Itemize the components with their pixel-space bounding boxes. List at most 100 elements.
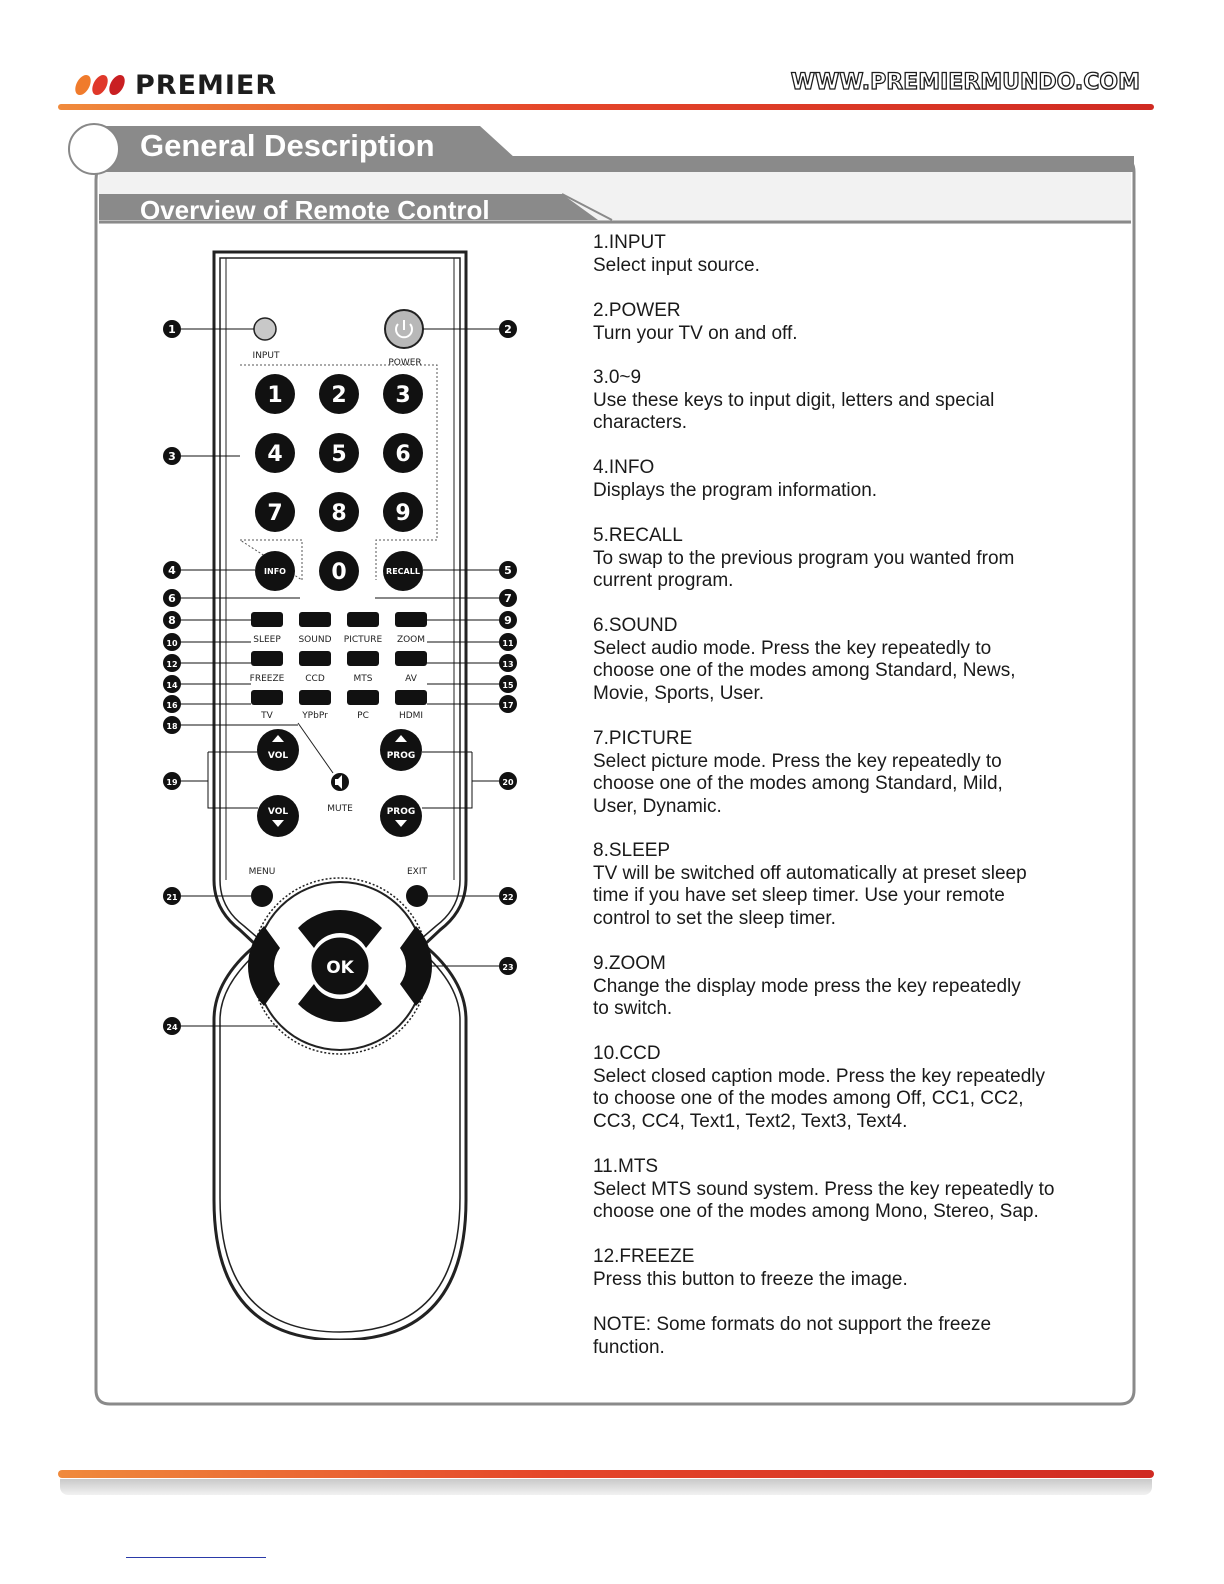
callout-number: 7 [504, 592, 512, 605]
vol-down-button[interactable]: VOL [257, 795, 299, 837]
callout-number: 18 [166, 722, 178, 731]
callout-marker [499, 887, 517, 905]
description-title: 10.CCD [593, 1043, 661, 1064]
remote-body [212, 250, 468, 1340]
description-title: 12.FREEZE [593, 1246, 695, 1267]
tv-button[interactable] [251, 690, 283, 705]
freeze-button[interactable] [251, 651, 283, 666]
sound-button[interactable] [299, 612, 331, 627]
callout-number: 5 [504, 564, 512, 577]
digit-label: 8 [331, 501, 346, 526]
digit-8-button[interactable] [319, 492, 359, 532]
callout-marker [163, 887, 181, 905]
digit-0-button[interactable] [319, 551, 359, 591]
header-divider [58, 104, 1154, 110]
callout-marker [163, 589, 181, 607]
pc-button[interactable] [347, 690, 379, 705]
dpad-right-button[interactable] [400, 926, 433, 1006]
ok-label: OK [326, 958, 354, 978]
digit-label: 6 [395, 442, 410, 467]
digit-label: 3 [395, 383, 410, 408]
callout-number: 19 [166, 778, 178, 787]
digit-1-button[interactable] [255, 374, 295, 414]
menu-button[interactable] [251, 885, 273, 907]
callout-number: 16 [166, 701, 178, 710]
mute-button[interactable] [331, 773, 349, 791]
callout-marker [499, 589, 517, 607]
mute-label: MUTE [327, 804, 353, 814]
power-icon [395, 320, 413, 339]
picture-button[interactable] [347, 612, 379, 627]
callout-number: 12 [166, 660, 177, 669]
digit-label: 5 [331, 442, 346, 467]
description-body: Change the display mode press the key re… [593, 975, 1021, 1020]
callout-marker [499, 633, 517, 651]
digit-7-button[interactable] [255, 492, 295, 532]
dpad-left-button[interactable] [247, 926, 280, 1006]
vol-up-button[interactable]: VOL [257, 729, 299, 771]
section-subtitle: Overview of Remote Control [140, 195, 490, 225]
dpad-down-button[interactable] [298, 984, 382, 1022]
av-button[interactable] [395, 651, 427, 666]
callout-number: 10 [166, 639, 178, 648]
input-button[interactable] [253, 317, 277, 341]
description-title: 5.RECALL [593, 525, 683, 546]
recall-label: RECALL [386, 567, 420, 576]
callout-number: 3 [168, 450, 176, 463]
callout-marker [163, 320, 181, 338]
callout-marker [163, 675, 181, 693]
website-link[interactable]: WWW.PREMIERMUNDO.COM [790, 69, 1141, 95]
callout-number: 11 [502, 639, 514, 648]
sleep-label: SLEEP [253, 635, 281, 645]
ok-button[interactable] [308, 934, 372, 998]
description-body: Select input source. [593, 254, 760, 276]
description-title: 9.ZOOM [593, 953, 666, 974]
description-body: Select audio mode. Press the key repeate… [593, 637, 1016, 704]
sleep-button[interactable] [251, 612, 283, 627]
callout-number: 8 [168, 614, 176, 627]
dpad-up-button[interactable] [298, 910, 382, 948]
callout-marker [163, 561, 181, 579]
digit-2-button[interactable] [319, 374, 359, 414]
hdmi-button[interactable] [395, 690, 427, 705]
svg-text:VOL: VOL [268, 751, 288, 761]
av-label: AV [405, 674, 418, 684]
digit-label: 9 [395, 501, 410, 526]
digit-6-button[interactable] [383, 433, 423, 473]
callout-marker [499, 957, 517, 975]
brand-name: PREMIER [135, 69, 278, 101]
prog-down-button[interactable]: PROG [380, 795, 422, 837]
description-body: Turn your TV on and off. [593, 322, 798, 344]
exit-button[interactable] [406, 885, 428, 907]
info-button[interactable] [255, 551, 295, 591]
digit-3-button[interactable] [383, 374, 423, 414]
mts-button[interactable] [347, 651, 379, 666]
description-title: 1.INPUT [593, 232, 666, 253]
digit-9-button[interactable] [383, 492, 423, 532]
zoom-button[interactable] [395, 612, 427, 627]
description-title: 7.PICTURE [593, 728, 693, 749]
input-label: INPUT [253, 351, 280, 361]
digit-label: 1 [267, 383, 282, 408]
description-body: Select MTS sound system. Press the key r… [593, 1178, 1055, 1223]
hdmi-label: HDMI [399, 711, 423, 721]
prog-up-button[interactable]: PROG [380, 729, 422, 771]
digit-5-button[interactable] [319, 433, 359, 473]
callout-bracket [207, 751, 258, 809]
ccd-button[interactable] [299, 651, 331, 666]
ypbpr-label: YPbPr [301, 711, 328, 721]
digit-4-button[interactable] [255, 433, 295, 473]
ypbpr-button[interactable] [299, 690, 331, 705]
recall-button[interactable] [383, 551, 423, 591]
